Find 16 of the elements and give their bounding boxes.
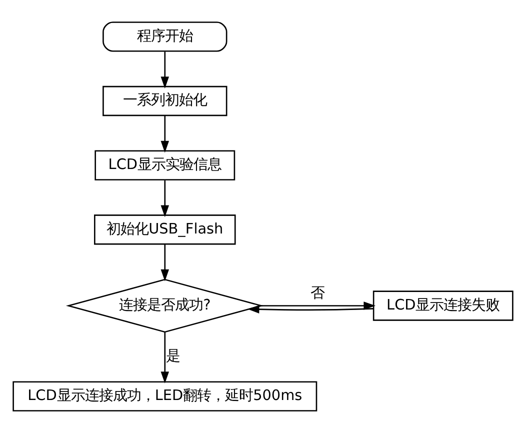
arrow	[261, 301, 376, 310]
node-box: LCD显示实验信息	[94, 150, 236, 180]
edge-label: 是	[166, 348, 180, 364]
node-box: 一系列初始化	[102, 85, 228, 116]
arrow	[160, 51, 170, 88]
arrow	[160, 244, 170, 281]
arrow	[160, 332, 170, 383]
node-box: LCD显示连接失败	[372, 290, 514, 320]
node-diamond: 连接是否成功?	[66, 278, 264, 332]
arrow	[160, 116, 170, 152]
node-box: 初始化USB_Flash	[94, 214, 236, 244]
arrow	[160, 180, 170, 217]
node-box: LCD显示连接成功，LED翻转，延时500ms	[12, 380, 318, 411]
edge-label: 否	[310, 285, 324, 302]
arrow	[247, 304, 374, 313]
node-box: 程序开始	[102, 21, 228, 52]
